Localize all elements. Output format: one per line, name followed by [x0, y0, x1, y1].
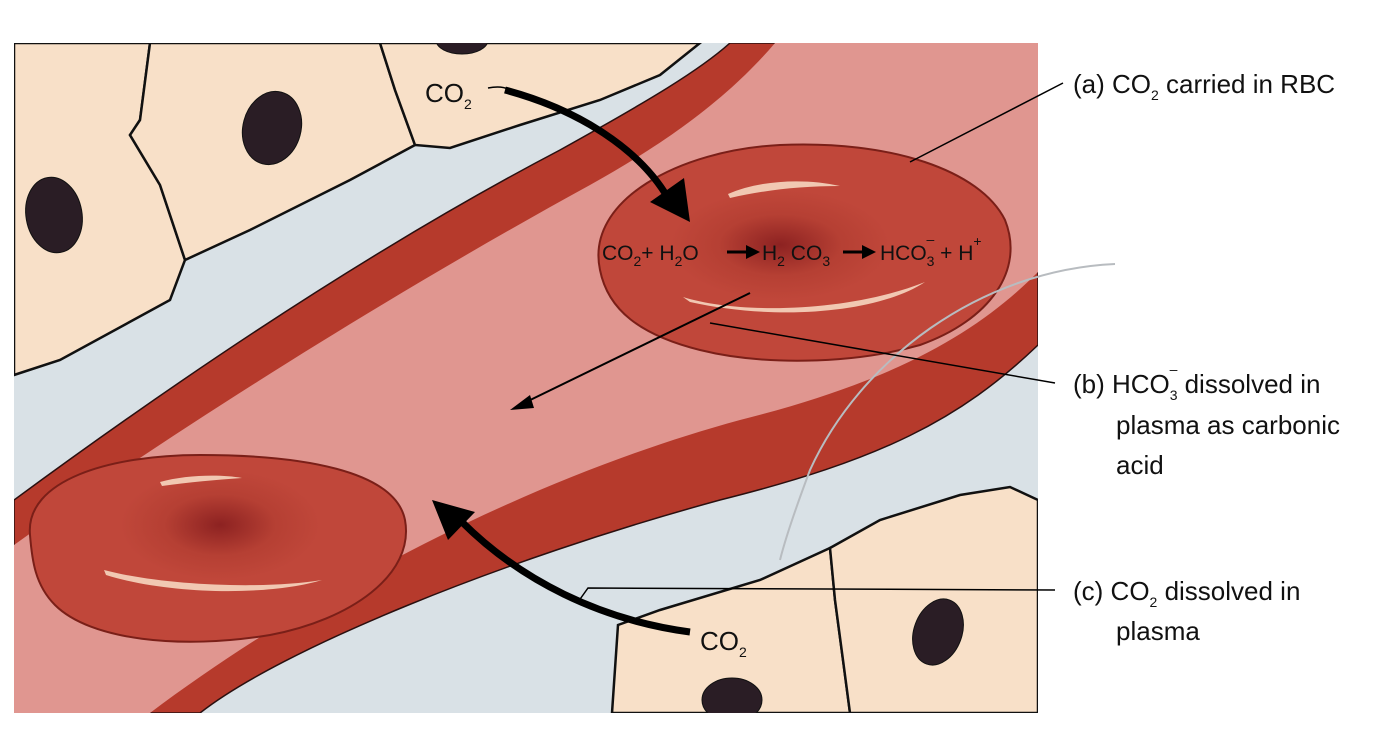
red-blood-cell-lower [28, 453, 408, 643]
cell-nucleus [436, 43, 488, 55]
co2-bottom-label: CO2 [700, 626, 747, 660]
bicarbonate-arrowhead [510, 395, 534, 410]
co2-diffusion-arrowhead [432, 500, 475, 540]
rbc-dark-center [120, 470, 320, 580]
rbc-highlight [728, 181, 840, 198]
rbc-highlight [683, 282, 925, 313]
carbonic-acid-formula: H2 CO3 [762, 242, 830, 269]
label-b: (b) HCO3– dissolved in [1073, 361, 1320, 403]
leader-line-c [577, 587, 1056, 603]
rbc-highlight [104, 570, 322, 592]
reaction-equation: CO2+ H2O [602, 242, 699, 269]
tissue-cell [378, 43, 703, 150]
co2-diffusion-arrow [459, 519, 691, 636]
bicarbonate-formula: HCO3– + H+ [880, 231, 982, 269]
nuclei-top [25, 43, 488, 254]
label-b-line2: plasma as carbonic [1116, 410, 1340, 440]
cell-nucleus [241, 90, 303, 166]
rbc-dark-center [670, 190, 890, 300]
bicarbonate-arrow [521, 292, 751, 405]
co2-top-label: CO2 [425, 78, 472, 112]
cell-nucleus [912, 598, 964, 666]
co2-entry-arrow [504, 86, 672, 200]
co2-top-leader [487, 86, 511, 91]
leader-line-b [709, 322, 1056, 384]
faint-arc [779, 263, 1116, 561]
tissue-cell [828, 485, 1038, 713]
co2-entry-arrowhead [650, 178, 690, 222]
cell-nucleus [701, 677, 763, 713]
label-c: (c) CO2 dissolved in [1073, 576, 1300, 610]
nuclei-bottom [701, 598, 964, 713]
label-b-line3: acid [1116, 450, 1164, 480]
cell-nucleus [25, 176, 83, 254]
label-a: (a) CO2 carried in RBC [1073, 69, 1335, 103]
reaction-arrowhead-1 [746, 245, 760, 259]
illustration-panel [14, 43, 1038, 713]
label-c-line2: plasma [1116, 616, 1200, 646]
reaction-arrowhead-2 [862, 245, 876, 259]
red-blood-cell-upper [597, 143, 1012, 362]
leader-line-a [909, 82, 1064, 163]
rbc-highlight [160, 475, 242, 486]
